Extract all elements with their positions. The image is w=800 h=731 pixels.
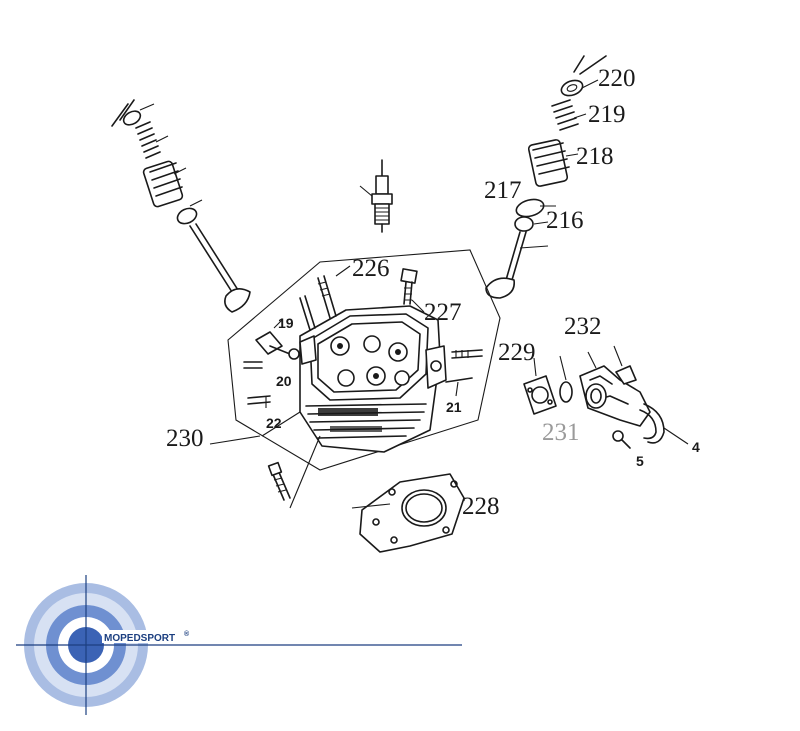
- label-218: 218: [576, 143, 614, 170]
- label-5: 5: [636, 453, 644, 469]
- oil-plug-19: [255, 319, 300, 360]
- label-216: 216: [546, 207, 584, 234]
- label-20: 20: [276, 373, 292, 389]
- left-valve-spring: [135, 121, 161, 159]
- left-valve-outer-spring: [142, 160, 184, 208]
- label-220: 220: [598, 65, 636, 92]
- label-231: 231: [542, 419, 580, 446]
- label-21: 21: [446, 399, 462, 415]
- screw-5: [612, 430, 631, 449]
- spark-plug: [359, 159, 393, 233]
- logo-brand-text: MOPEDSPORT: [104, 633, 175, 644]
- label-4: 4: [692, 439, 700, 455]
- head-gasket-228: [351, 473, 465, 553]
- label-232: 232: [564, 313, 602, 340]
- label-219: 219: [588, 101, 626, 128]
- leader-lines: [209, 265, 459, 509]
- mopedsport-logo: MOPEDSPORT ®: [16, 575, 462, 715]
- intake-gasket-229: [523, 357, 557, 415]
- intake-manifold-232: [579, 345, 651, 427]
- label-19: 19: [278, 315, 294, 331]
- label-22: 22: [266, 415, 282, 431]
- left-valve-assembly: [111, 99, 251, 313]
- part-labels: 220 219 218 217 216 226 227 19 20 21 22 …: [166, 65, 700, 520]
- hose-clamp-4: [639, 403, 689, 445]
- label-227: 227: [424, 299, 462, 326]
- head-assembly-outline: [227, 249, 501, 471]
- cylinder-head: [299, 305, 447, 453]
- label-226: 226: [352, 255, 390, 282]
- right-valve-assembly: [485, 55, 607, 299]
- label-229: 229: [498, 339, 536, 366]
- label-228: 228: [462, 493, 500, 520]
- logo-registered-mark: ®: [184, 630, 190, 638]
- label-230: 230: [166, 425, 204, 452]
- o-ring-231: [559, 381, 573, 403]
- label-217: 217: [484, 177, 522, 204]
- head-studs: [243, 268, 483, 501]
